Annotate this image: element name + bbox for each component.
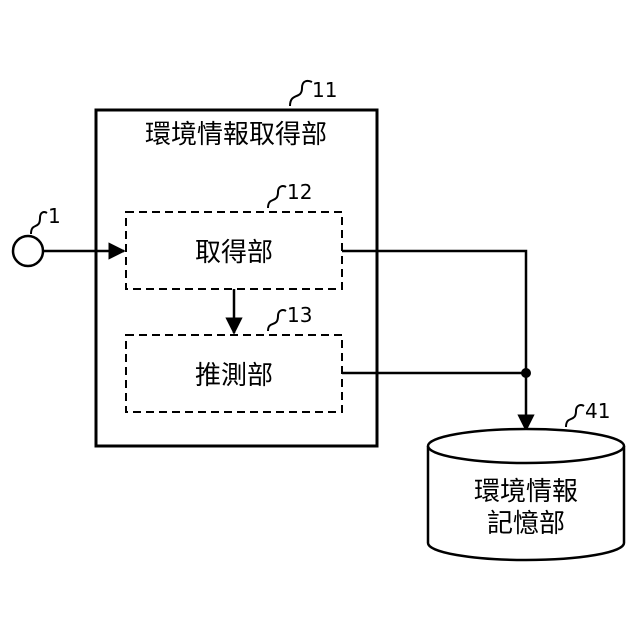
storage-ref-leader (566, 405, 584, 427)
storage-ref: 41 (585, 399, 610, 423)
acquisition-block-ref-leader (268, 186, 286, 208)
storage-label-line1: 環境情報 (474, 477, 578, 507)
outer-block-ref: 11 (312, 78, 337, 102)
outer-block (96, 110, 377, 446)
estimation-block-label: 推測部 (195, 361, 273, 391)
estimation-block-ref: 13 (287, 303, 312, 327)
input-terminal-ref-leader (31, 212, 47, 234)
acquisition-block-ref: 12 (287, 180, 312, 204)
input-terminal-ref: 1 (48, 204, 61, 228)
outer-block-title: 環境情報取得部 (145, 120, 327, 150)
estimation-block-ref-leader (268, 310, 286, 331)
storage-label-line2: 記憶部 (487, 509, 565, 539)
acquisition-block-label: 取得部 (195, 238, 273, 268)
acquisition-to-storage-line (342, 251, 526, 373)
input-terminal (13, 236, 43, 266)
outer-block-ref-leader (290, 81, 312, 106)
